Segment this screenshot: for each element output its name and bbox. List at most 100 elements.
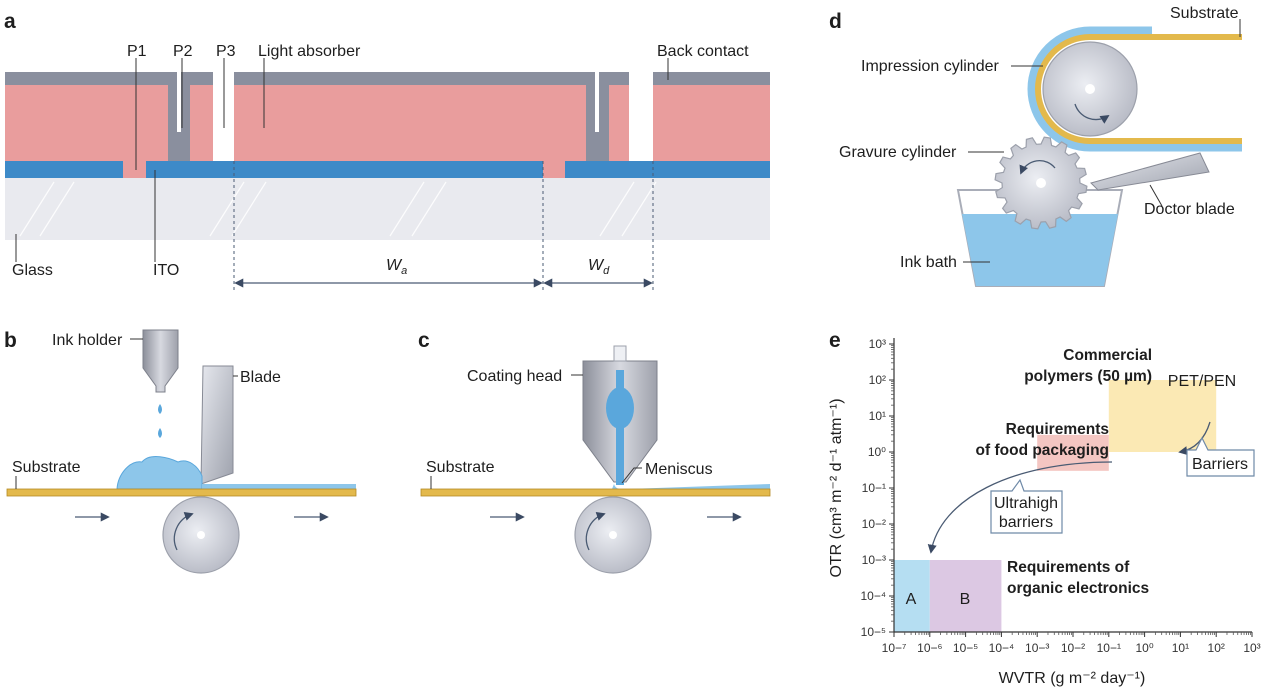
x-axis-label: WVTR (g m⁻² day⁻¹) [999, 670, 1146, 687]
label-region-a: A [906, 591, 917, 608]
y-tick-label: 10−¹ [862, 481, 886, 495]
chart-region-0 [1108, 380, 1217, 452]
x-tick-label: 10⁰ [1136, 641, 1154, 655]
label-barriers: Barriers [1192, 456, 1248, 473]
panel-label-b: b [4, 329, 17, 352]
panel-label-d: d [829, 10, 842, 33]
label-substrate-b: Substrate [12, 459, 81, 476]
y-tick-label: 10¹ [869, 409, 886, 423]
label-substrate-d: Substrate [1170, 5, 1239, 22]
label-p3: P3 [216, 43, 236, 60]
label-meniscus: Meniscus [645, 461, 713, 478]
panel-a: a [4, 10, 770, 290]
commercial-line1: Commercial [1063, 347, 1152, 364]
label-doctor-blade: Doctor blade [1144, 201, 1235, 218]
x-tick-label: 10−⁵ [953, 641, 978, 655]
panel-label-c: c [418, 329, 430, 352]
label-ink-bath: Ink bath [900, 254, 957, 271]
x-tick-label: 10−⁶ [917, 641, 942, 655]
food-line1: Requirements [1006, 421, 1109, 438]
y-tick-label: 10³ [869, 337, 886, 351]
label-ink-holder: Ink holder [52, 332, 123, 349]
ink-on-substrate [1027, 26, 1242, 152]
y-tick-label: 10−² [862, 517, 886, 531]
label-coating-head: Coating head [467, 368, 562, 385]
y-tick-label: 10−⁴ [860, 589, 886, 603]
label-substrate-c: Substrate [426, 459, 495, 476]
ink-drop [158, 428, 162, 438]
x-tick-label: 10−⁷ [882, 641, 907, 655]
label-light-absorber: Light absorber [258, 43, 361, 60]
x-tick-label: 10¹ [1172, 641, 1189, 655]
glass-reflections [19, 181, 657, 237]
ink-puddle [116, 456, 203, 490]
ink-drop [158, 404, 162, 414]
barriers-callout: Barriers [1186, 436, 1255, 477]
ink-reservoir [606, 387, 634, 429]
y-tick-label: 10−³ [862, 553, 886, 567]
substrate-b [6, 488, 357, 497]
ito-layer [5, 161, 770, 178]
rotation-arrow-icon [1019, 159, 1056, 175]
meniscus-film [612, 484, 770, 490]
panel-d: d Substrate Impression cylinder Gravure … [829, 5, 1242, 287]
y-axis-label: OTR (cm³ m⁻² d⁻¹ atm⁻¹) [828, 398, 845, 577]
organic-line1: Requirements of [1007, 559, 1130, 576]
rotation-arrow-icon [585, 512, 606, 551]
x-tick-label: 10³ [1243, 641, 1260, 655]
chart-region-2 [894, 560, 930, 632]
light-absorber-layer [5, 85, 770, 161]
chart-region-1 [1037, 434, 1109, 471]
label-p2: P2 [173, 43, 193, 60]
ink-holder [142, 329, 179, 393]
ultrahigh-callout: Ultrahigh barriers [990, 478, 1063, 534]
rotation-arrow-icon [1074, 103, 1110, 124]
roller-axle [609, 531, 617, 539]
coated-film [202, 484, 356, 489]
doctor-blade [1090, 152, 1210, 191]
x-tick-label: 10−¹ [1097, 641, 1121, 655]
gravure-axle [1036, 178, 1046, 188]
back-contact-layer [5, 72, 770, 161]
label-blade: Blade [240, 369, 281, 386]
x-tick-label: 10−⁴ [989, 641, 1015, 655]
panel-label-a: a [4, 10, 16, 33]
impression-axle [1085, 84, 1095, 94]
label-pet-pen: PET/PEN [1168, 373, 1236, 390]
x-tick-label: 10² [1208, 641, 1225, 655]
x-tick-label: 10−² [1061, 641, 1085, 655]
label-impression-cylinder: Impression cylinder [861, 58, 1000, 75]
label-wd: Wd [588, 257, 610, 277]
barriers-arrow-icon [1178, 421, 1211, 456]
label-ito: ITO [153, 262, 179, 279]
p1-scribe [123, 161, 146, 178]
panel-label-e: e [829, 329, 841, 352]
glass-layer [5, 178, 770, 240]
chart-regions [894, 380, 1217, 632]
ultra-line2: barriers [999, 514, 1053, 531]
panel-c: c Coating head Meniscus Substrate [418, 329, 771, 574]
roller-axle [197, 531, 205, 539]
y-tick-label: 10−⁵ [861, 625, 886, 639]
p1-scribe-2 [543, 161, 565, 178]
label-glass: Glass [12, 262, 53, 279]
ink-bath [962, 214, 1118, 286]
chart-region-3 [929, 560, 1002, 632]
label-back-contact: Back contact [657, 43, 749, 60]
organic-line2: organic electronics [1007, 580, 1149, 597]
ultra-line1: Ultrahigh [994, 495, 1058, 512]
feed-tube [613, 345, 627, 362]
commercial-line2: polymers (50 µm) [1024, 368, 1152, 385]
substrate-d [1035, 34, 1242, 144]
food-line2: of food packaging [976, 442, 1109, 459]
substrate-c [420, 488, 771, 497]
label-wa: Wa [386, 257, 407, 277]
chart-axes: 10−⁷ 10−⁶ 10−⁵ 10−⁴ 10−³ 10−² 10−¹ 10⁰ 10¹ 10² 10³… [860, 337, 1260, 655]
label-gravure-cylinder: Gravure cylinder [839, 144, 957, 161]
blade [200, 365, 234, 485]
y-tick-label: 10² [869, 373, 886, 387]
panel-b: b Ink holder Blade Substrate [4, 329, 357, 574]
label-region-b: B [960, 591, 971, 608]
